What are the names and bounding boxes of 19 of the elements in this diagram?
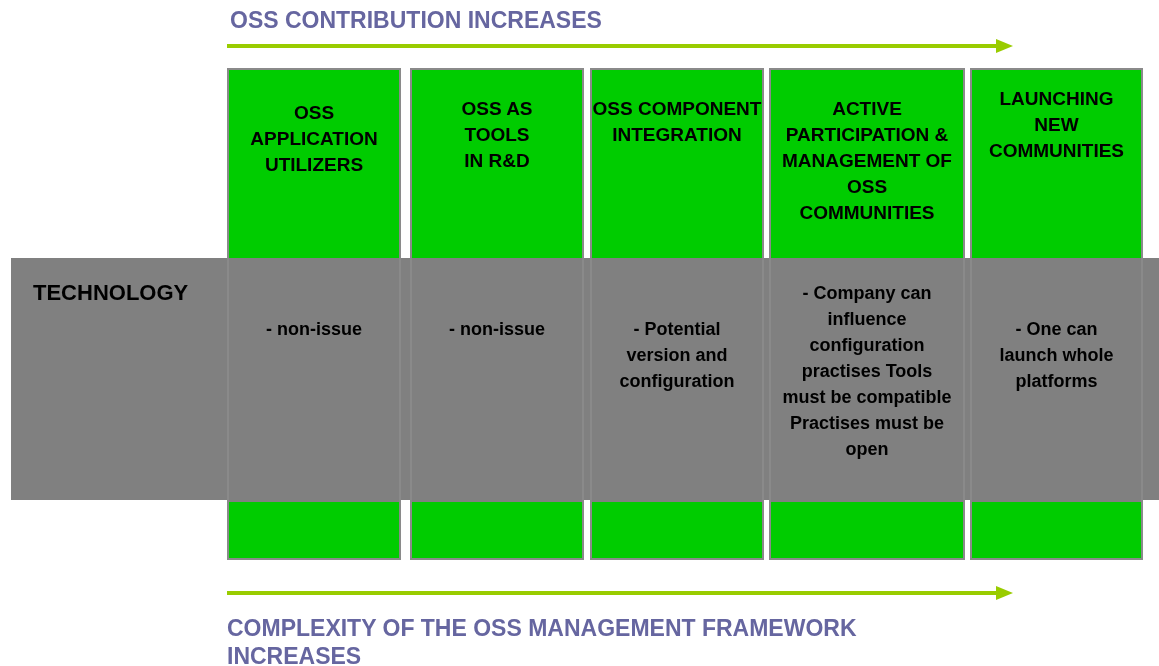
cell-text: - Company can influence configuration practises Tools must be compatible Practises must be open — [781, 282, 953, 461]
column-heading: OSS AS TOOLS IN R&D — [460, 97, 534, 173]
column-box — [970, 68, 1143, 560]
cell-text: - non-issue — [448, 318, 546, 341]
column-heading: OSS APPLICATION UTILIZERS — [249, 101, 379, 177]
cell-text: - One can launch whole platforms — [998, 318, 1115, 393]
column-box — [769, 68, 965, 560]
column-heading: OSS COMPONENT INTEGRATION — [592, 97, 762, 147]
arrow-caption: COMPLEXITY OF THE OSS MANAGEMENT FRAMEWORK INCREASES — [227, 614, 858, 666]
arrow-caption: OSS CONTRIBUTION INCREASES — [230, 6, 603, 34]
column-heading: ACTIVE PARTICIPATION & MANAGEMENT OF OSS COMMUNITIES — [782, 97, 952, 225]
column-box — [410, 68, 584, 560]
band-background — [11, 258, 225, 500]
column-heading: LAUNCHING NEW COMMUNITIES — [987, 87, 1126, 163]
cell-text: - Potential version and configuration — [618, 318, 736, 393]
cell-text: - non-issue — [265, 318, 363, 341]
column-box — [590, 68, 764, 560]
column-box — [227, 68, 401, 560]
row-heading: TECHNOLOGY — [33, 280, 189, 306]
